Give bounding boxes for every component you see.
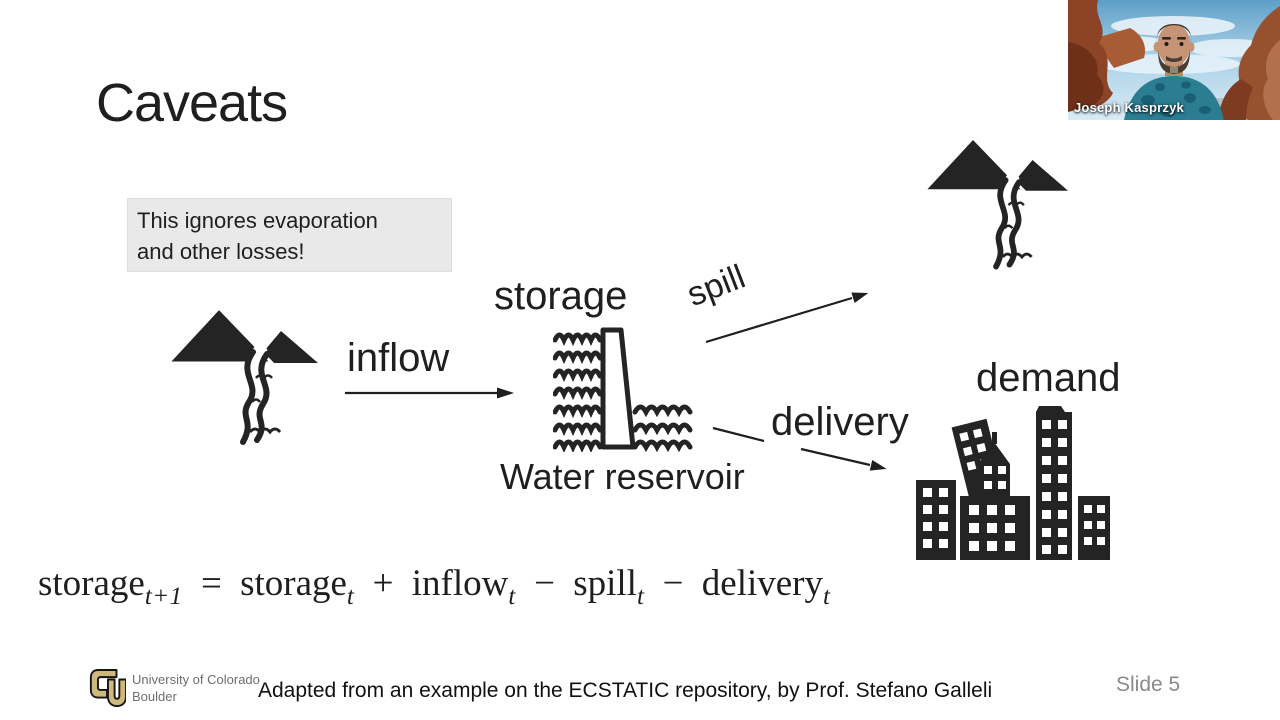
inflow-label: inflow <box>347 336 450 380</box>
eq-equals: = <box>200 563 222 604</box>
eq-plus: + <box>372 563 394 604</box>
note-box: This ignores evaporation and other losse… <box>127 198 452 272</box>
inflow-arrow <box>345 387 514 399</box>
eq-term-delivery-t: delivery <box>701 563 823 604</box>
note-line-1: This ignores evaporation <box>137 208 378 233</box>
university-line-1: University of Colorado <box>132 672 260 687</box>
eq-sub-t2: t <box>346 583 355 610</box>
eq-term-storage-t1: storage <box>38 563 145 604</box>
attribution-text: Adapted from an example on the ECSTATIC … <box>258 679 993 702</box>
eq-minus-2: − <box>662 563 684 604</box>
university-line-2: Boulder <box>132 689 177 704</box>
note-line-2: and other losses! <box>137 239 305 264</box>
cu-boulder-logo <box>89 669 126 708</box>
dam-reservoir-icon <box>553 327 695 450</box>
watershed-icon <box>924 136 1069 274</box>
university-name: University of Colorado Boulder <box>132 671 260 705</box>
delivery-arrow <box>800 447 887 471</box>
webcam-video <box>1068 0 1280 120</box>
demand-label: demand <box>976 356 1121 400</box>
slide-number: Slide 5 <box>1116 673 1181 696</box>
watershed-icon <box>168 306 318 450</box>
storage-label: storage <box>494 274 628 318</box>
eq-term-storage-t: storage <box>240 563 347 604</box>
mass-balance-equation: storaget+1 = storaget + inflowt − spillt… <box>38 562 830 611</box>
delivery-label: delivery <box>771 400 909 444</box>
eq-sub-t3: t <box>508 583 516 610</box>
webcam-tile[interactable]: Joseph Kasprzyk <box>1068 0 1280 120</box>
spill-arrow <box>705 292 869 344</box>
city-buildings-icon <box>916 406 1110 560</box>
eq-sub-t1: t+1 <box>144 583 183 610</box>
participant-name-label: Joseph Kasprzyk <box>1074 100 1184 115</box>
eq-term-inflow-t: inflow <box>411 563 509 604</box>
eq-term-spill-t: spill <box>573 563 637 604</box>
reservoir-caption: Water reservoir <box>500 456 745 497</box>
eq-sub-t5: t <box>823 583 831 610</box>
slide-title: Caveats <box>96 73 288 133</box>
eq-sub-t4: t <box>636 583 645 610</box>
delivery-line <box>712 426 765 443</box>
eq-minus-1: − <box>534 563 555 604</box>
